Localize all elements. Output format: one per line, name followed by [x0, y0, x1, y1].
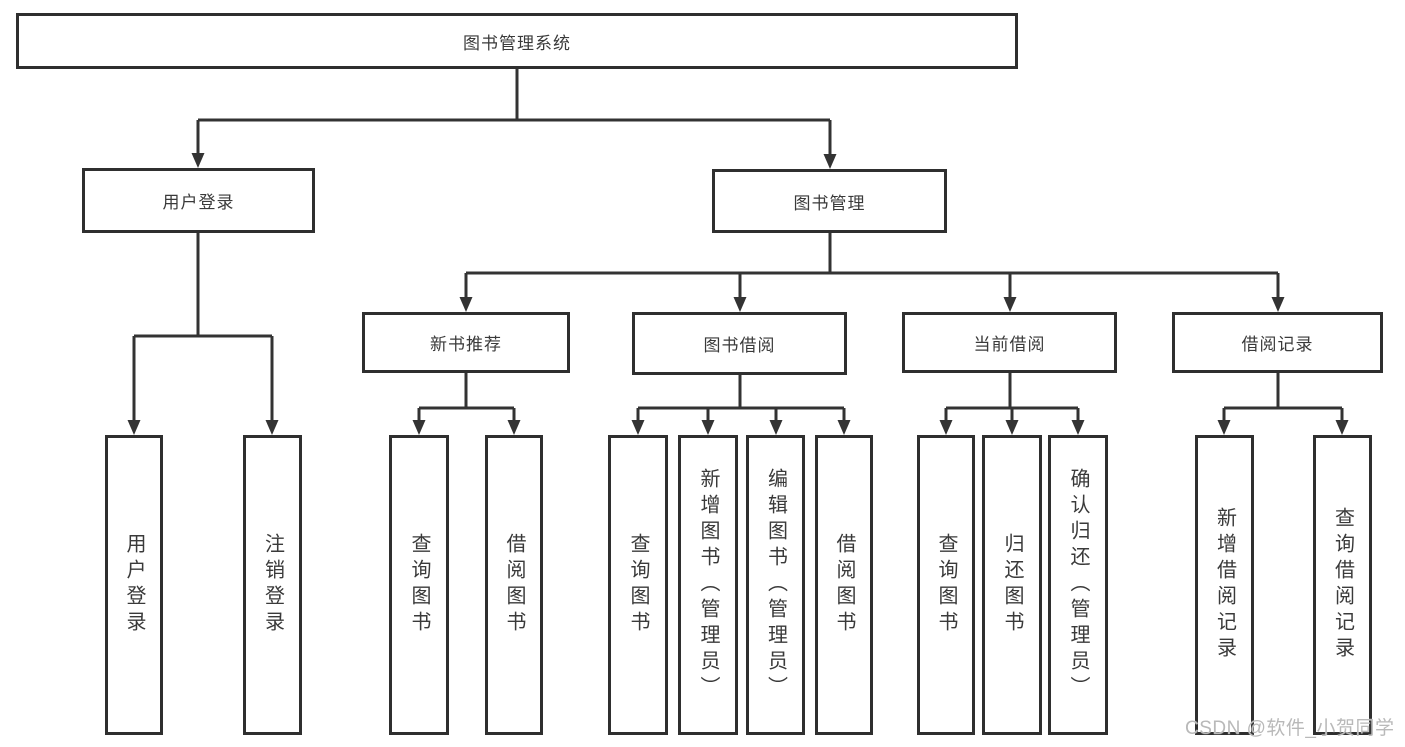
connector-book-borrow-children	[636, 375, 846, 421]
node-leaf-logout: 注销登录	[243, 435, 302, 735]
node-leaf-return-book: 归还图书	[982, 435, 1042, 735]
node-borrow-records: 借阅记录	[1172, 312, 1383, 373]
node-leaf-query-borrow-record: 查询借阅记录	[1313, 435, 1372, 735]
node-new-book-recommend: 新书推荐	[362, 312, 570, 373]
node-book-management: 图书管理	[712, 169, 947, 233]
node-leaf-query-book-recommend: 查询图书	[389, 435, 449, 735]
node-book-borrow: 图书借阅	[632, 312, 847, 375]
csdn-watermark: CSDN @软件_小贺同学	[1185, 718, 1395, 739]
node-leaf-query-book-borrow: 查询图书	[608, 435, 668, 735]
connector-borrow-records-children	[1222, 373, 1344, 421]
node-library-management-system: 图书管理系统	[16, 13, 1018, 69]
connector-current-borrow-children	[944, 373, 1080, 421]
node-leaf-edit-book-admin: 编辑图书（管理员）	[746, 435, 805, 735]
node-user-login: 用户登录	[82, 168, 315, 233]
connector-user-login-children	[132, 233, 274, 421]
connector-book-management-children	[464, 233, 1280, 298]
node-leaf-confirm-return-admin: 确认归还（管理员）	[1048, 435, 1108, 735]
connector-new-book-recommend-children	[417, 373, 516, 421]
node-leaf-add-book-admin: 新增图书（管理员）	[678, 435, 738, 735]
connector-root-to-level2	[196, 69, 832, 155]
node-current-borrow: 当前借阅	[902, 312, 1117, 373]
node-leaf-user-login: 用户登录	[105, 435, 163, 735]
node-leaf-query-book-current: 查询图书	[917, 435, 975, 735]
node-leaf-add-borrow-record: 新增借阅记录	[1195, 435, 1254, 735]
node-leaf-borrow-book-recommend: 借阅图书	[485, 435, 543, 735]
arrowheads	[127, 153, 1349, 435]
node-leaf-borrow-book: 借阅图书	[815, 435, 873, 735]
